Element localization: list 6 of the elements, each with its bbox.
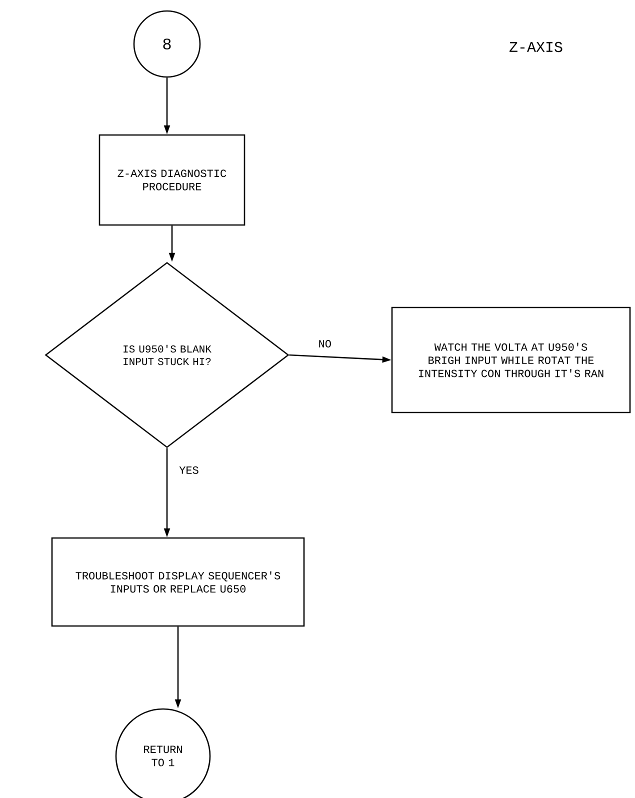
edge-label: YES — [178, 465, 200, 475]
process-box: TROUBLESHOOT DISPLAY SEQUENCER'S INPUTS OR REPLACE U650 — [51, 537, 305, 627]
title: Z-AXIS — [510, 42, 562, 52]
edge-label: NO — [317, 339, 333, 348]
process-box: Z-AXIS DIAGNOSTIC PROCEDURE — [98, 134, 246, 226]
process-box: WATCH THE VOLTA AT U950'S BRIGH INPUT WHILE ROTAT THE INTENSITY CON THROUGH IT'S RAN — [391, 306, 631, 414]
